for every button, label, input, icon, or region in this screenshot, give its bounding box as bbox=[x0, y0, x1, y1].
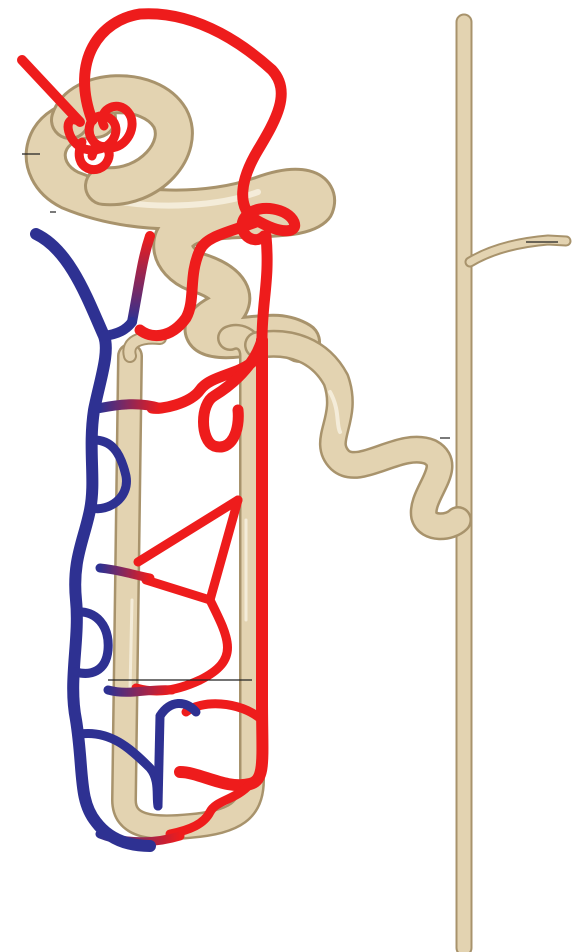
distal-tubule bbox=[258, 344, 458, 526]
collecting-duct bbox=[464, 22, 566, 948]
